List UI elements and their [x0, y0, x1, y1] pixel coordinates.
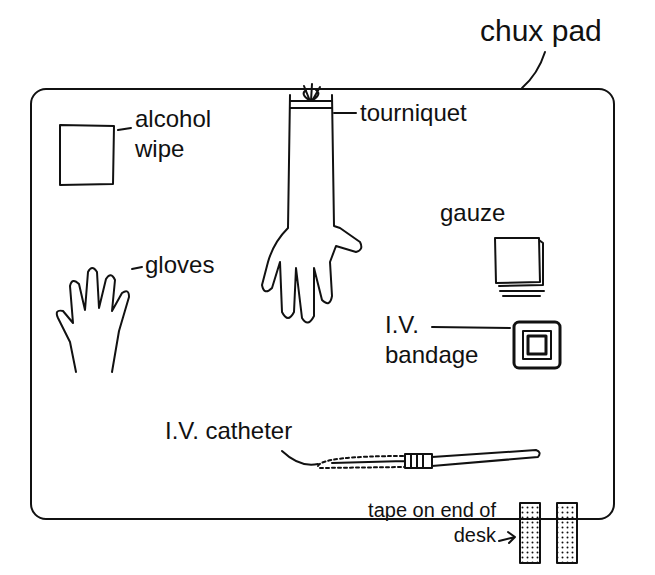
- item-label: gloves: [145, 250, 245, 280]
- tape-strip: [520, 503, 540, 563]
- leader-line: [282, 451, 318, 465]
- pad-label: chux pad: [480, 14, 602, 48]
- leader-line: [118, 128, 131, 130]
- leader-line: [432, 327, 510, 328]
- item-label: I.V. catheter: [165, 416, 325, 446]
- tourniquet-band: [290, 101, 332, 108]
- catheter-drawing: [332, 450, 540, 468]
- item-label: gauze: [440, 198, 530, 228]
- tourniquet-knot: [304, 84, 320, 101]
- arrow: [499, 532, 515, 543]
- item-label: tape on end of desk: [368, 498, 496, 548]
- item-label: tourniquet: [360, 98, 500, 128]
- bandage-drawing: [523, 331, 551, 359]
- arm-drawing: [262, 95, 361, 323]
- glove-drawing: [57, 268, 129, 372]
- item-label: alcohol wipe: [135, 104, 235, 164]
- leader-line: [334, 112, 356, 114]
- leader-line: [132, 267, 142, 269]
- item-label: I.V. bandage: [385, 310, 481, 370]
- gauze-drawing: [495, 238, 543, 286]
- alcohol-wipe-drawing: [60, 125, 114, 185]
- leader-line: [522, 52, 545, 88]
- bandage-drawing: [514, 322, 560, 368]
- gauze-drawing: [500, 291, 544, 296]
- pad-outline: chux pad: [30, 88, 615, 520]
- tape-strip: [557, 503, 577, 563]
- bandage-drawing: [528, 336, 546, 354]
